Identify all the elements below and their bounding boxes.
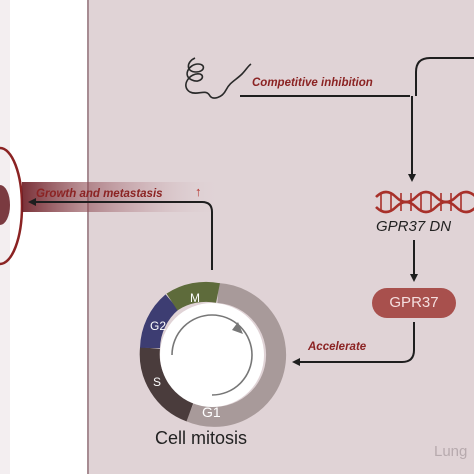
- cell-mitosis-label: Cell mitosis: [155, 428, 248, 448]
- increase-arrow-icon: ↑: [195, 184, 202, 199]
- rna-squiggle: [185, 57, 252, 99]
- phase-g2-label: G2: [150, 319, 167, 333]
- incoming-line: [415, 57, 474, 96]
- left-cell-core: [0, 185, 10, 225]
- growth-metastasis-label: Growth and metastasis: [36, 188, 163, 200]
- accelerate-label: Accelerate: [308, 341, 367, 353]
- cell-cycle-ring: [139, 281, 287, 427]
- gpr37-protein-pill: GPR37: [372, 288, 456, 318]
- phase-s-label: S: [153, 375, 162, 389]
- lung-panel-label: Lung: [434, 443, 468, 460]
- phase-m-label: M: [190, 291, 200, 305]
- cycle-inner-arrow: [171, 314, 253, 396]
- phase-g1-label: G1: [202, 404, 221, 420]
- cycle-inner: [160, 303, 264, 407]
- left-panel-edge: [0, 0, 10, 474]
- cycle-arrowhead: [232, 322, 243, 334]
- accelerate-arrow: [292, 322, 415, 366]
- competitive-inhibition-label: Competitive inhibition: [252, 77, 373, 89]
- growth-arrow: [28, 198, 213, 270]
- left-cell-outline: [0, 146, 24, 266]
- dna-helix: [375, 190, 474, 214]
- growth-glow: [22, 182, 222, 212]
- gpr37-dna-label: GPR37 DN: [376, 218, 452, 235]
